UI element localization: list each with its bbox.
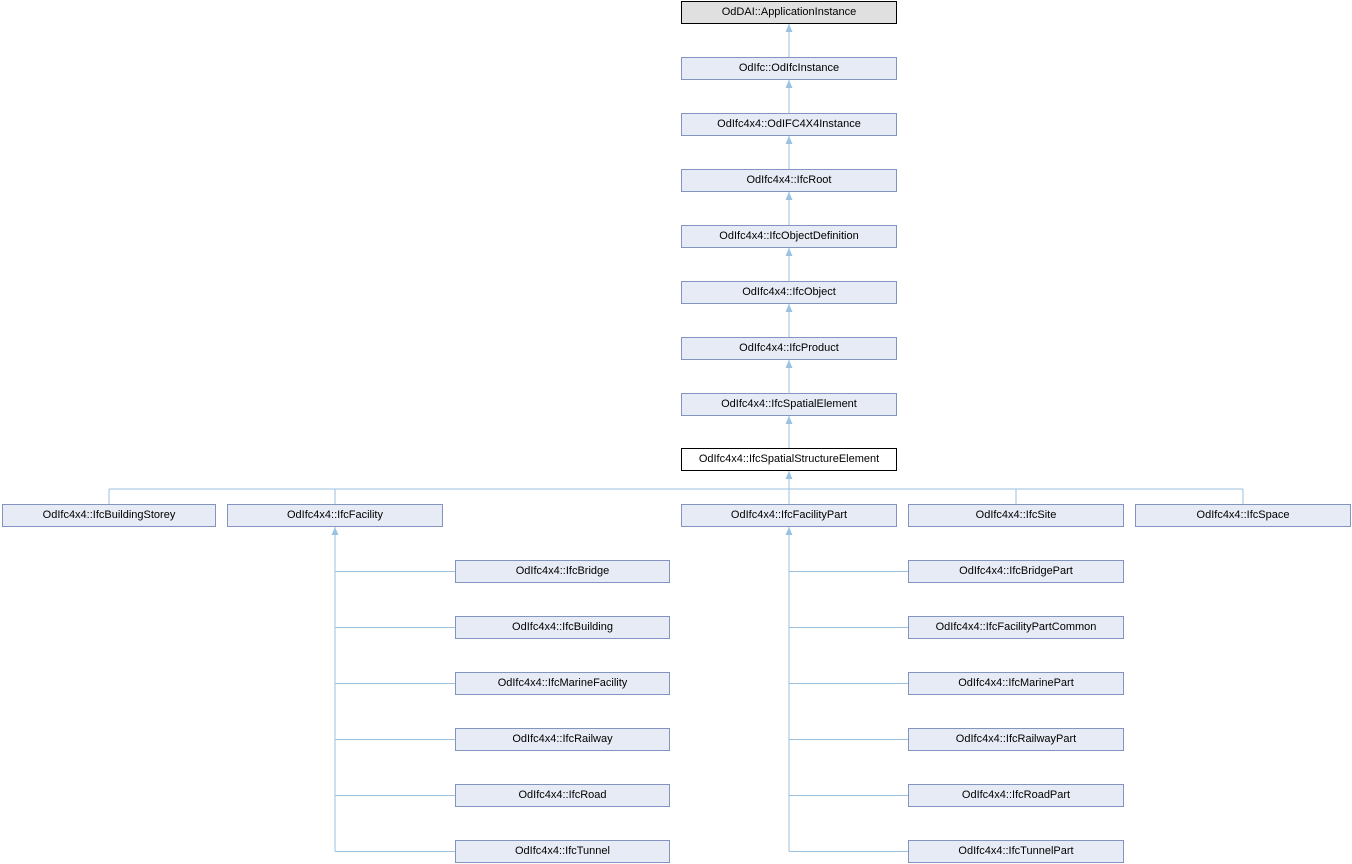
arrowhead-up-icon bbox=[785, 527, 793, 535]
arrowhead-up-icon bbox=[785, 471, 793, 479]
class-node-odifc4x4-ifctunnelpart[interactable]: OdIfc4x4::IfcTunnelPart bbox=[908, 840, 1124, 863]
class-node-odifc4x4-ifcspatialstructureelement[interactable]: OdIfc4x4::IfcSpatialStructureElement bbox=[681, 448, 897, 471]
class-node-odifc4x4-ifcspatialelement[interactable]: OdIfc4x4::IfcSpatialElement bbox=[681, 393, 897, 416]
class-node-odifc-odifcinstance[interactable]: OdIfc::OdIfcInstance bbox=[681, 57, 897, 80]
class-node-odifc4x4-ifcroad[interactable]: OdIfc4x4::IfcRoad bbox=[455, 784, 670, 807]
edge-children-to-ifcspatialstructureelement bbox=[108, 471, 1244, 504]
class-node-odifc4x4-ifcmarinepart[interactable]: OdIfc4x4::IfcMarinePart bbox=[908, 672, 1124, 695]
class-node-odifc4x4-ifcbuilding[interactable]: OdIfc4x4::IfcBuilding bbox=[455, 616, 670, 639]
class-node-oddai-applicationinstance[interactable]: OdDAI::ApplicationInstance bbox=[681, 1, 897, 24]
class-node-odifc4x4-ifcobjectdefinition[interactable]: OdIfc4x4::IfcObjectDefinition bbox=[681, 225, 897, 248]
arrowhead-up-icon bbox=[785, 80, 793, 88]
class-node-odifc4x4-ifcspace[interactable]: OdIfc4x4::IfcSpace bbox=[1135, 504, 1351, 527]
edge-children-to-ifcfacilitypart bbox=[785, 527, 908, 852]
class-node-odifc4x4-ifcbuildingstorey[interactable]: OdIfc4x4::IfcBuildingStorey bbox=[2, 504, 216, 527]
class-node-odifc4x4-ifcrailway[interactable]: OdIfc4x4::IfcRailway bbox=[455, 728, 670, 751]
edge-ifcspatialstructureelement-to-ifcspatialelement bbox=[785, 416, 793, 448]
class-node-odifc4x4-ifcfacilitypartcommon[interactable]: OdIfc4x4::IfcFacilityPartCommon bbox=[908, 616, 1124, 639]
class-node-odifc4x4-ifcobject[interactable]: OdIfc4x4::IfcObject bbox=[681, 281, 897, 304]
arrowhead-up-icon bbox=[785, 416, 793, 424]
arrowhead-up-icon bbox=[785, 304, 793, 312]
edge-odifc4x4instance-to-odifcinstance bbox=[785, 80, 793, 113]
arrowhead-up-icon bbox=[785, 136, 793, 144]
class-node-odifc4x4-ifcroot[interactable]: OdIfc4x4::IfcRoot bbox=[681, 169, 897, 192]
arrowhead-up-icon bbox=[785, 360, 793, 368]
edge-ifcobject-to-ifcobjectdefinition bbox=[785, 248, 793, 281]
class-node-odifc4x4-ifctunnel[interactable]: OdIfc4x4::IfcTunnel bbox=[455, 840, 670, 863]
edge-ifcproduct-to-ifcobject bbox=[785, 304, 793, 337]
class-node-odifc4x4-ifcfacilitypart[interactable]: OdIfc4x4::IfcFacilityPart bbox=[681, 504, 897, 527]
arrowhead-up-icon bbox=[785, 192, 793, 200]
class-node-odifc4x4-ifcbridge[interactable]: OdIfc4x4::IfcBridge bbox=[455, 560, 670, 583]
class-node-odifc4x4-ifcsite[interactable]: OdIfc4x4::IfcSite bbox=[908, 504, 1124, 527]
class-node-odifc4x4-ifcproduct[interactable]: OdIfc4x4::IfcProduct bbox=[681, 337, 897, 360]
class-node-odifc4x4-ifcmarinefacility[interactable]: OdIfc4x4::IfcMarineFacility bbox=[455, 672, 670, 695]
class-node-odifc4x4-ifcroadpart[interactable]: OdIfc4x4::IfcRoadPart bbox=[908, 784, 1124, 807]
arrowhead-up-icon bbox=[331, 527, 339, 535]
class-node-odifc4x4-ifcrailwaypart[interactable]: OdIfc4x4::IfcRailwayPart bbox=[908, 728, 1124, 751]
arrowhead-up-icon bbox=[785, 24, 793, 32]
arrowhead-up-icon bbox=[785, 248, 793, 256]
edge-ifcobjectdefinition-to-ifcroot bbox=[785, 192, 793, 225]
edge-children-to-ifcfacility bbox=[331, 527, 455, 852]
edge-odifcinstance-to-applicationinstance bbox=[785, 24, 793, 57]
edge-ifcspatialelement-to-ifcproduct bbox=[785, 360, 793, 393]
class-node-odifc4x4-odifc4x4instance[interactable]: OdIfc4x4::OdIFC4X4Instance bbox=[681, 113, 897, 136]
class-node-odifc4x4-ifcfacility[interactable]: OdIfc4x4::IfcFacility bbox=[227, 504, 443, 527]
edge-ifcroot-to-odifc4x4instance bbox=[785, 136, 793, 169]
class-node-odifc4x4-ifcbridgepart[interactable]: OdIfc4x4::IfcBridgePart bbox=[908, 560, 1124, 583]
